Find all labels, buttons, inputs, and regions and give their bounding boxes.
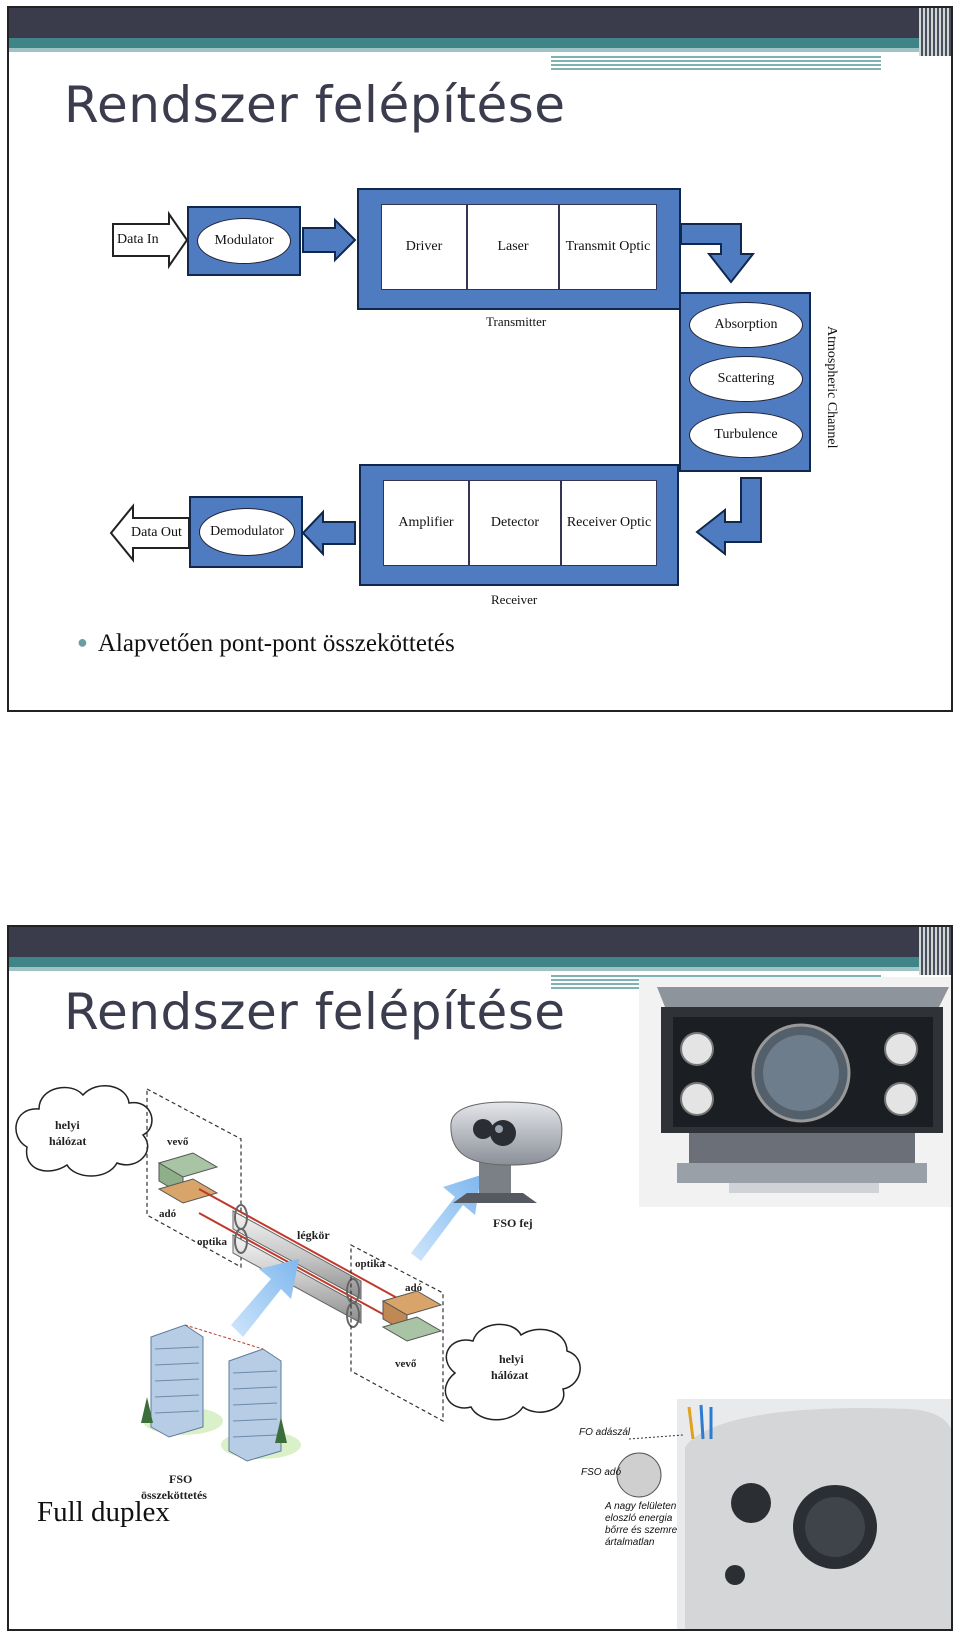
modulator-box: Modulator <box>187 206 301 276</box>
cloud-right-line2: hálózat <box>491 1368 528 1382</box>
energy-note: A nagy felületen eloszló energia bőrre é… <box>605 1501 677 1549</box>
fso-link-line2: összeköttetés <box>141 1488 207 1502</box>
blue-arrow-to-link <box>231 1259 299 1337</box>
right-plane <box>350 1244 444 1423</box>
laser-cell: Laser <box>467 204 559 290</box>
bullet-dot-icon: ● <box>77 632 88 652</box>
fso-fej-label: FSO fej <box>493 1216 533 1230</box>
data-out-label: Data Out <box>131 525 182 540</box>
buildings-illustration <box>141 1324 301 1462</box>
transmitter-box: Driver Laser Transmit Optic <box>357 188 681 310</box>
fo-adaszal-label: FO adászál <box>579 1427 631 1438</box>
left-cloud <box>15 1085 153 1177</box>
bullet-item: ● Alapvetően pont-pont összeköttetés <box>77 630 455 658</box>
data-in-label: Data In <box>117 232 159 247</box>
header-band-hatch <box>919 927 951 975</box>
left-transmitter-block <box>157 1178 219 1204</box>
atmospheric-channel-label: Atmospheric Channel <box>824 326 839 449</box>
energy-note-line-1: A nagy felületen <box>605 1501 677 1512</box>
driver-cell: Driver <box>381 204 467 290</box>
turbulence-ellipse: Turbulence <box>689 412 803 458</box>
modulator-ellipse: Modulator <box>197 218 291 264</box>
cloud-right-line1: helyi <box>499 1352 524 1366</box>
ado-right-label: adó <box>405 1282 423 1294</box>
data-in-arrow <box>112 210 189 270</box>
absorption-ellipse: Absorption <box>689 302 803 348</box>
energy-note-line-3: bőrre és szemre <box>605 1525 678 1536</box>
header-band-teal <box>9 38 951 48</box>
arrow-channel-rx <box>695 477 762 557</box>
header-band-hatch <box>919 8 951 56</box>
legkor-label: légkör <box>297 1228 330 1242</box>
blue-arrow-to-head <box>411 1175 481 1261</box>
receiver-optic-cell: Receiver Optic <box>561 480 657 566</box>
slide-2: Rendszer felépítése helyi hálózat <box>7 925 953 1631</box>
vevo-right-label: vevő <box>395 1358 417 1370</box>
cloud-left-line1: helyi <box>55 1118 80 1132</box>
fso-head-closeup-photo <box>616 1399 951 1629</box>
header-band-teal <box>9 957 951 967</box>
fso-device-photo <box>639 977 951 1207</box>
amplifier-cell: Amplifier <box>383 480 469 566</box>
energy-note-line-4: ártalmatlan <box>605 1537 655 1548</box>
header-band-lines <box>551 56 881 70</box>
cloud-left-line2: hálózat <box>49 1134 86 1148</box>
vevo-left-label: vevő <box>167 1136 189 1148</box>
fso-ado-label: FSO adó <box>581 1467 622 1478</box>
fso-system-illustration: helyi hálózat vevő adó optika légkör opt… <box>15 977 951 1629</box>
bullet-text: Alapvetően pont-pont összeköttetés <box>97 630 455 657</box>
header-band-light <box>9 967 951 971</box>
arrow-rx-demod <box>301 509 356 557</box>
right-receiver-block <box>381 1316 443 1342</box>
demodulator-ellipse: Demodulator <box>199 508 295 556</box>
scattering-ellipse: Scattering <box>689 356 803 402</box>
detector-cell: Detector <box>469 480 561 566</box>
data-out-arrow <box>109 503 190 563</box>
arrow-tx-channel <box>680 223 756 284</box>
header-band-dark <box>9 8 951 38</box>
slide-2-title: Rendszer felépítése <box>64 983 566 1041</box>
fso-link-line1: FSO <box>169 1472 192 1486</box>
transmitter-caption: Transmitter <box>486 314 547 329</box>
demodulator-box: Demodulator <box>189 496 303 568</box>
header-band-light <box>9 48 951 52</box>
ado-left-label: adó <box>159 1208 177 1220</box>
slide-1-title: Rendszer felépítése <box>64 76 566 134</box>
full-duplex-text: Full duplex <box>37 1496 170 1528</box>
receiver-box: Amplifier Detector Receiver Optic <box>359 464 679 586</box>
energy-note-line-2: eloszló energia <box>605 1513 673 1524</box>
slide-1: Rendszer felépítése Data In Data Out Mod… <box>7 6 953 712</box>
atmospheric-channel-box: Absorption Scattering Turbulence <box>679 292 811 472</box>
left-plane <box>146 1088 242 1269</box>
optika-left-label: optika <box>197 1236 227 1248</box>
header-band-dark <box>9 927 951 957</box>
right-cloud <box>444 1323 581 1421</box>
block-diagram-arrows <box>109 210 762 563</box>
arrow-mod-tx <box>302 217 357 263</box>
fso-head-illustration <box>450 1101 563 1203</box>
atmosphere-tubes <box>198 1188 400 1328</box>
receiver-caption: Receiver <box>491 592 538 607</box>
optika-right-label: optika <box>355 1258 385 1270</box>
transmit-optic-cell: Transmit Optic <box>559 204 657 290</box>
